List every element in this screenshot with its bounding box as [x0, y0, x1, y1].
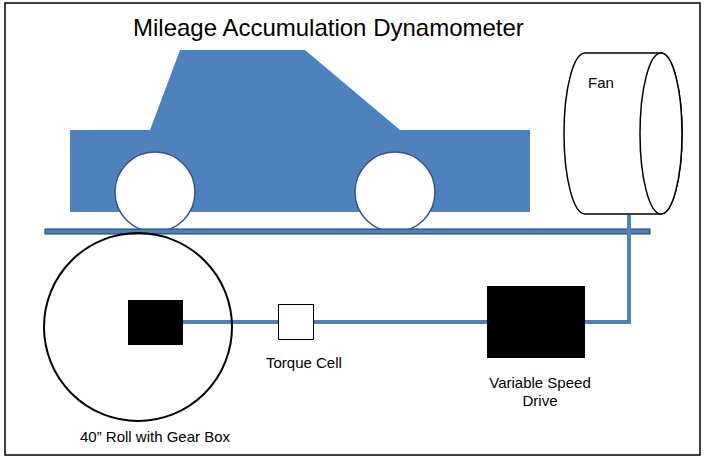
gear-box [128, 300, 183, 345]
node-label: Fan [588, 74, 614, 92]
roll-circle: 40” Roll with Gear Box [43, 232, 233, 422]
fan-outline [563, 52, 683, 215]
node-label: Torque Cell [266, 354, 342, 372]
node-label: 40” Roll with Gear Box [80, 428, 230, 446]
drive-box: Variable Speed Drive [487, 286, 585, 358]
diagram-title: Mileage Accumulation Dynamometer [133, 14, 524, 42]
drive-shaft [314, 320, 487, 324]
node-label: Variable Speed Drive [481, 374, 599, 410]
drive-shaft [585, 215, 629, 322]
car-wheel [115, 152, 195, 232]
roll-outline [43, 232, 233, 422]
roll-outline [44, 233, 232, 421]
drive-shaft [233, 320, 278, 324]
fan-end [640, 53, 682, 214]
fan-cylinder: Fan [563, 52, 683, 215]
frame [5, 3, 700, 455]
torque-cell-box: Torque Cell [278, 304, 314, 340]
shaft [183, 320, 234, 324]
fan-body [564, 53, 682, 214]
car-wheel [355, 152, 435, 232]
